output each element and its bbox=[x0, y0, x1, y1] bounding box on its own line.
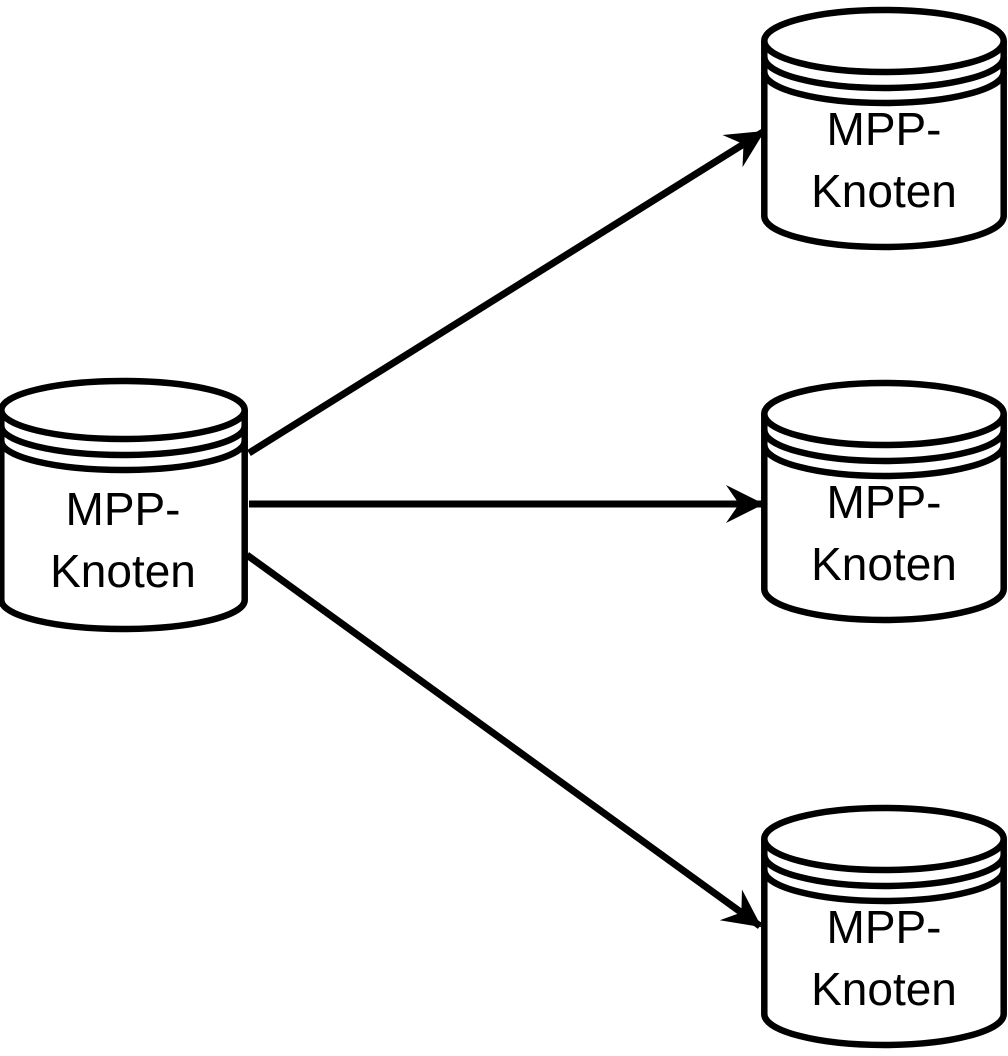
database-cylinder-icon bbox=[761, 839, 1007, 1049]
database-node-target-top: MPP- Knoten bbox=[761, 6, 1007, 251]
node-label-line1: MPP- bbox=[66, 483, 181, 535]
arrow-source-to-top bbox=[247, 129, 765, 456]
cylinder-top-ellipse bbox=[761, 804, 1007, 874]
database-cylinder-icon bbox=[761, 414, 1007, 624]
cylinder-top-ellipse bbox=[761, 379, 1007, 449]
cylinder-top-ellipse bbox=[761, 6, 1007, 76]
cylinder-disk-arc bbox=[761, 71, 1007, 107]
cylinder-disk-arc bbox=[761, 869, 1007, 905]
node-label-line1: MPP- bbox=[827, 103, 942, 155]
node-label-line2: Knoten bbox=[811, 538, 957, 590]
node-label-line1: MPP- bbox=[827, 901, 942, 953]
cylinder-disk-arc bbox=[761, 56, 1007, 92]
cylinder-top-ellipse bbox=[0, 377, 248, 443]
database-cylinder-icon bbox=[761, 41, 1007, 251]
node-label-line2: Knoten bbox=[50, 545, 196, 597]
database-node-target-middle: MPP- Knoten bbox=[761, 379, 1007, 624]
cylinder-disk-arc bbox=[761, 444, 1007, 480]
cylinder-disk-arc bbox=[0, 440, 248, 474]
cylinder-disk-arc bbox=[761, 854, 1007, 890]
node-label-line2: Knoten bbox=[811, 165, 957, 217]
database-node-source: MPP- Knoten bbox=[0, 377, 248, 633]
node-label-line1: MPP- bbox=[827, 476, 942, 528]
database-node-target-bottom: MPP- Knoten bbox=[761, 804, 1007, 1049]
arrow-source-to-bottom bbox=[244, 552, 763, 929]
cylinder-disk-arc bbox=[761, 429, 1007, 465]
cylinder-disk-arc bbox=[0, 425, 248, 459]
node-label-line2: Knoten bbox=[811, 963, 957, 1015]
